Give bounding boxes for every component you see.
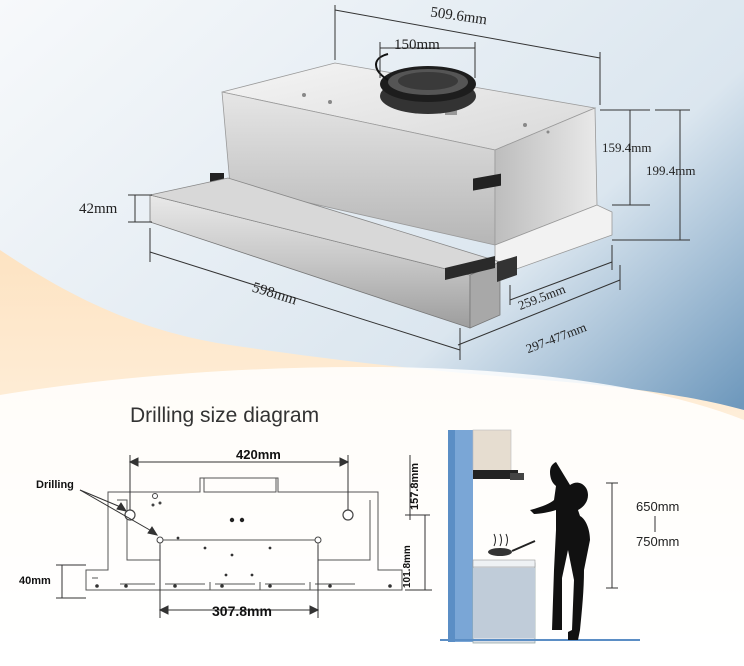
drilling-dimension-lines <box>56 455 432 618</box>
drilling-height-top: 157.8mm <box>409 463 421 510</box>
drilling-holes <box>95 493 392 588</box>
installation-illustration <box>440 429 640 644</box>
background-white <box>0 366 744 666</box>
dim-height-total: 199.4mm <box>646 163 695 178</box>
dim-width-top: 509.6mm <box>429 5 488 29</box>
drilling-width-top: 420mm <box>236 447 281 462</box>
drilling-width-bottom: 307.8mm <box>212 603 272 619</box>
product-dimension-lines <box>128 5 690 360</box>
drilling-label: Drilling <box>36 479 74 491</box>
range-hood-image <box>149 53 613 329</box>
drilling-height-side: 101.8mm <box>402 545 413 588</box>
dim-front-panel-height: 42mm <box>79 201 118 217</box>
dim-duct-diameter: 150mm <box>394 37 440 53</box>
drilling-title: Drilling size diagram <box>130 404 319 427</box>
install-height-min: 650mm <box>636 499 679 514</box>
dim-height-inner: 159.4mm <box>602 140 651 155</box>
installation-height-bracket <box>606 482 656 589</box>
drilling-height-left: 40mm <box>19 575 51 587</box>
install-height-max: 750mm <box>636 534 679 549</box>
